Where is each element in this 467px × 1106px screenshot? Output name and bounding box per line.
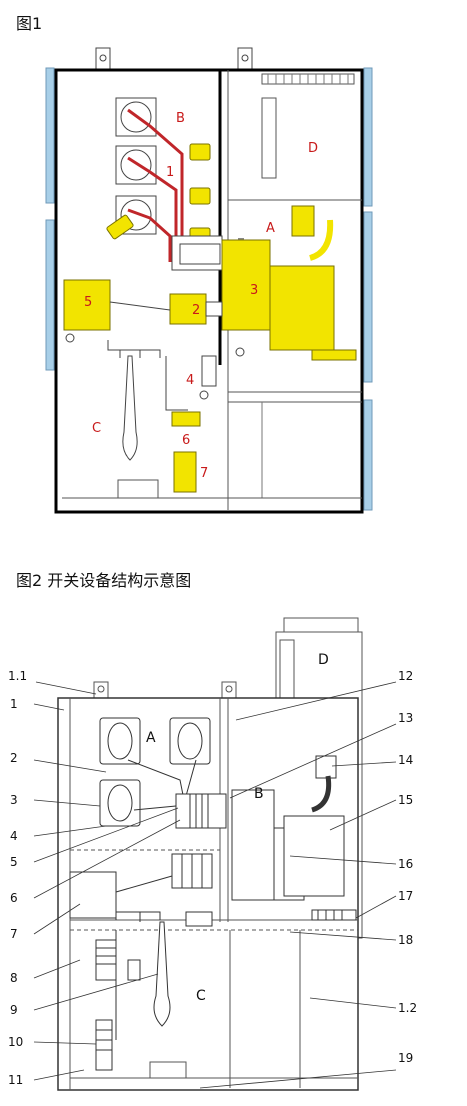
fig2-callout-7: 7 xyxy=(10,927,18,941)
fig2-callout-12: 12 xyxy=(398,669,413,683)
fig1-label-C: C xyxy=(92,421,101,436)
fig2-callout-6: 6 xyxy=(10,891,18,905)
component-6-bushing xyxy=(171,411,201,427)
fig2-callout-17: 17 xyxy=(398,889,413,903)
fig2-callout-13: 13 xyxy=(398,711,413,725)
fig2-callout-19: 19 xyxy=(398,1051,413,1065)
side-panel-right-2 xyxy=(363,211,373,383)
component-7 xyxy=(173,451,197,493)
figure2-title: 图2 开关设备结构示意图 xyxy=(16,571,192,590)
fig2-callout-1-2: 1.2 xyxy=(398,1001,417,1015)
fig1-label-2: 2 xyxy=(192,303,200,318)
figure1-diagram: B 1 A D 3 5 2 4 C 6 7 xyxy=(45,47,373,514)
component-5 xyxy=(63,279,111,331)
component-3-breaker xyxy=(221,239,271,331)
fig2-callout-5: 5 xyxy=(10,855,18,869)
side-panel-right-3 xyxy=(363,399,373,511)
fig2-callout-14: 14 xyxy=(398,753,413,767)
fig2-callout-2: 2 xyxy=(10,751,18,765)
fig1-label-3: 3 xyxy=(250,283,258,298)
fig2-callout-16: 16 xyxy=(398,857,413,871)
fig2-label-B: B xyxy=(254,786,264,802)
fig2-callout-1: 1 xyxy=(10,697,18,711)
side-panel-right-1 xyxy=(363,67,373,207)
fig2-callout-15: 15 xyxy=(398,793,413,807)
fig2-callout-11: 11 xyxy=(8,1073,23,1087)
mounting-tab xyxy=(237,47,253,71)
fig2-callout-9: 9 xyxy=(10,1003,18,1017)
fig2-callout-18: 18 xyxy=(398,933,413,947)
fig2-label-D: D xyxy=(318,652,329,668)
side-panel-left-top xyxy=(45,67,55,204)
fig1-label-D: D xyxy=(308,141,318,156)
fig2-callout-4: 4 xyxy=(10,829,18,843)
fig2-label-C: C xyxy=(196,988,206,1004)
fig1-label-6: 6 xyxy=(182,433,190,448)
side-panel-left-bottom xyxy=(45,219,55,371)
fig1-label-B: B xyxy=(176,111,185,126)
fig2-callout-3: 3 xyxy=(10,793,18,807)
component-3-body xyxy=(269,265,335,351)
fig1-label-5: 5 xyxy=(84,295,92,310)
fig2-callout-8: 8 xyxy=(10,971,18,985)
component-2 xyxy=(169,293,207,325)
fig2-callout-10: 10 xyxy=(8,1035,23,1049)
figure1-title: 图1 xyxy=(16,14,43,33)
fig2-label-A: A xyxy=(146,730,156,746)
fig1-label-A: A xyxy=(266,221,275,236)
mounting-tab xyxy=(95,47,111,71)
busbar-lines xyxy=(127,108,184,262)
fig1-label-7: 7 xyxy=(200,466,208,481)
figure2-diagram: A B C D 1.1 1 2 3 4 5 6 7 8 9 10 11 12 1… xyxy=(8,617,417,1091)
fig1-label-1: 1 xyxy=(166,165,174,180)
fig2-callout-1-1: 1.1 xyxy=(8,669,27,683)
fig1-label-4: 4 xyxy=(186,373,194,388)
